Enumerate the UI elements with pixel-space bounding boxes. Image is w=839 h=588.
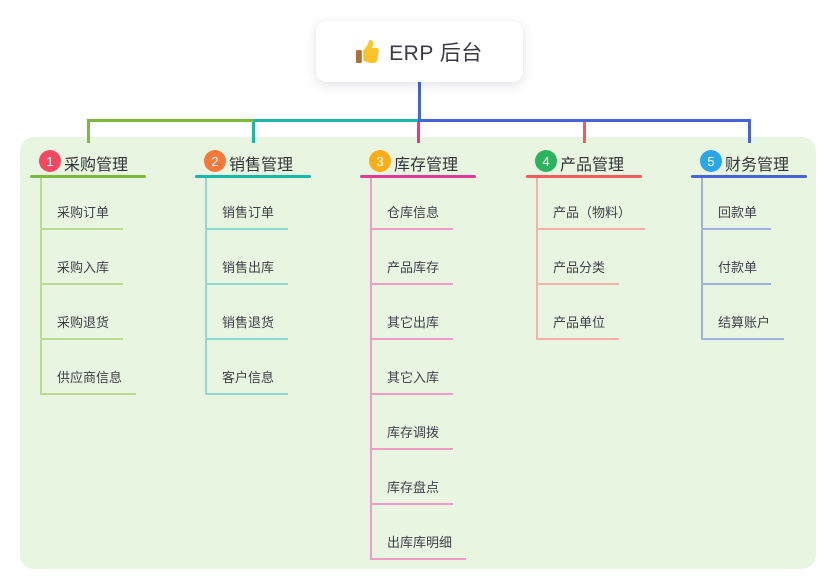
branch-connector-stub-2 bbox=[252, 119, 255, 143]
child-item-label: 采购订单 bbox=[40, 204, 124, 230]
child-item[interactable]: 其它出库 bbox=[370, 314, 454, 340]
child-item-label: 其它入库 bbox=[370, 369, 454, 395]
child-tree-line-2 bbox=[205, 177, 207, 395]
child-item[interactable]: 产品库存 bbox=[370, 259, 454, 285]
branch-underline-3 bbox=[360, 175, 476, 178]
child-item-label: 仓库信息 bbox=[370, 204, 454, 230]
child-item[interactable]: 产品单位 bbox=[536, 314, 620, 340]
child-item-label: 出库库明细 bbox=[370, 534, 467, 560]
child-item[interactable]: 仓库信息 bbox=[370, 204, 454, 230]
child-item-label: 产品分类 bbox=[536, 259, 620, 285]
branch-title-4[interactable]: 产品管理 bbox=[560, 157, 625, 174]
child-item[interactable]: 结算账户 bbox=[701, 314, 785, 340]
top-rail-segment bbox=[87, 119, 253, 122]
top-rail-segment bbox=[419, 119, 751, 122]
branch-title-1[interactable]: 采购管理 bbox=[64, 157, 129, 174]
child-item[interactable]: 出库库明细 bbox=[370, 534, 467, 560]
child-item[interactable]: 销售订单 bbox=[205, 204, 289, 230]
root-connector-line bbox=[418, 82, 421, 122]
branch-badge-3: 3 bbox=[369, 150, 391, 172]
child-item[interactable]: 产品分类 bbox=[536, 259, 620, 285]
child-item-label: 产品库存 bbox=[370, 259, 454, 285]
child-item-label: 产品单位 bbox=[536, 314, 620, 340]
child-item-label: 付款单 bbox=[701, 259, 772, 285]
branch-underline-5 bbox=[691, 175, 807, 178]
child-item-label: 客户信息 bbox=[205, 369, 289, 395]
branch-connector-stub-1 bbox=[87, 119, 90, 143]
child-item[interactable]: 采购退货 bbox=[40, 314, 124, 340]
child-item-label: 结算账户 bbox=[701, 314, 785, 340]
child-item[interactable]: 库存盘点 bbox=[370, 479, 454, 505]
branch-underline-4 bbox=[526, 175, 642, 178]
root-node-title: ERP 后台 bbox=[389, 41, 483, 65]
branch-title-5[interactable]: 财务管理 bbox=[725, 157, 790, 174]
branch-badge-2: 2 bbox=[204, 150, 226, 172]
child-item[interactable]: 销售出库 bbox=[205, 259, 289, 285]
thumbs-up-icon bbox=[356, 40, 380, 63]
child-item[interactable]: 产品（物料） bbox=[536, 204, 646, 230]
branch-underline-2 bbox=[195, 175, 311, 178]
branch-badge-1: 1 bbox=[39, 150, 61, 172]
branch-connector-stub-3 bbox=[417, 119, 420, 143]
child-item-label: 产品（物料） bbox=[536, 204, 646, 230]
branch-connector-stub-5 bbox=[748, 119, 751, 143]
branches-background-panel bbox=[20, 137, 816, 569]
branch-underline-1 bbox=[30, 175, 146, 178]
branch-title-2[interactable]: 销售管理 bbox=[229, 157, 294, 174]
branch-connector-stub-4 bbox=[583, 119, 586, 143]
child-item-label: 销售退货 bbox=[205, 314, 289, 340]
child-tree-line-5 bbox=[701, 177, 703, 340]
child-item-label: 采购入库 bbox=[40, 259, 124, 285]
child-item[interactable]: 采购入库 bbox=[40, 259, 124, 285]
child-item[interactable]: 销售退货 bbox=[205, 314, 289, 340]
top-rail-segment bbox=[253, 119, 419, 122]
branch-badge-4: 4 bbox=[535, 150, 557, 172]
child-item-label: 供应商信息 bbox=[40, 369, 137, 395]
child-item-label: 库存盘点 bbox=[370, 479, 454, 505]
root-node[interactable]: ERP 后台 bbox=[316, 21, 523, 82]
child-item[interactable]: 其它入库 bbox=[370, 369, 454, 395]
child-item[interactable]: 客户信息 bbox=[205, 369, 289, 395]
child-item-label: 采购退货 bbox=[40, 314, 124, 340]
child-item[interactable]: 付款单 bbox=[701, 259, 772, 285]
child-tree-line-4 bbox=[536, 177, 538, 340]
child-item[interactable]: 回款单 bbox=[701, 204, 772, 230]
child-item-label: 销售出库 bbox=[205, 259, 289, 285]
branch-title-3[interactable]: 库存管理 bbox=[394, 157, 459, 174]
child-tree-line-3 bbox=[370, 177, 372, 560]
child-item[interactable]: 供应商信息 bbox=[40, 369, 137, 395]
child-item-label: 销售订单 bbox=[205, 204, 289, 230]
child-item-label: 库存调拨 bbox=[370, 424, 454, 450]
branch-badge-5: 5 bbox=[700, 150, 722, 172]
child-item[interactable]: 库存调拨 bbox=[370, 424, 454, 450]
child-tree-line-1 bbox=[40, 177, 42, 395]
child-item-label: 其它出库 bbox=[370, 314, 454, 340]
child-item-label: 回款单 bbox=[701, 204, 772, 230]
child-item[interactable]: 采购订单 bbox=[40, 204, 124, 230]
